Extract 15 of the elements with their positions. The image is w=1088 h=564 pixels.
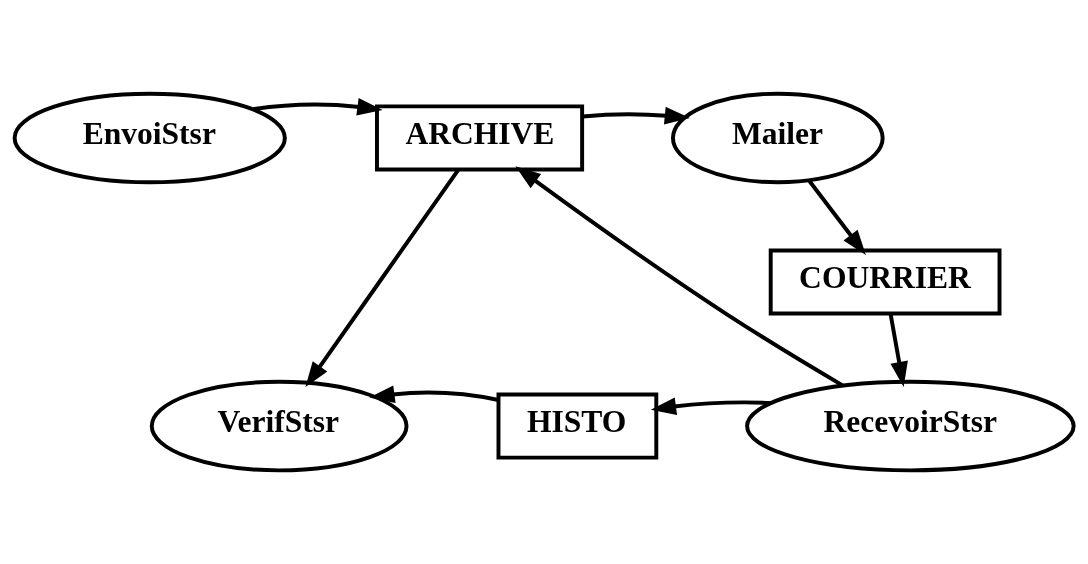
node-ellipse: Mailer	[671, 91, 885, 185]
arrow	[305, 168, 460, 388]
node-box: COURRIER	[768, 248, 1002, 316]
arrow	[515, 166, 844, 388]
arrow	[650, 397, 771, 416]
node-ellipse: VerifStsr	[149, 379, 409, 473]
arrow	[253, 97, 383, 116]
arrow	[582, 106, 690, 125]
node-box: HISTO	[496, 392, 659, 460]
arrow	[807, 179, 866, 256]
node-ellipse: EnvoiStsr	[12, 91, 287, 185]
node-ellipse: RecevoirStsr	[745, 379, 1076, 473]
arrow	[888, 313, 908, 387]
node-box: ARCHIVE	[375, 104, 585, 172]
arrow	[369, 385, 499, 404]
